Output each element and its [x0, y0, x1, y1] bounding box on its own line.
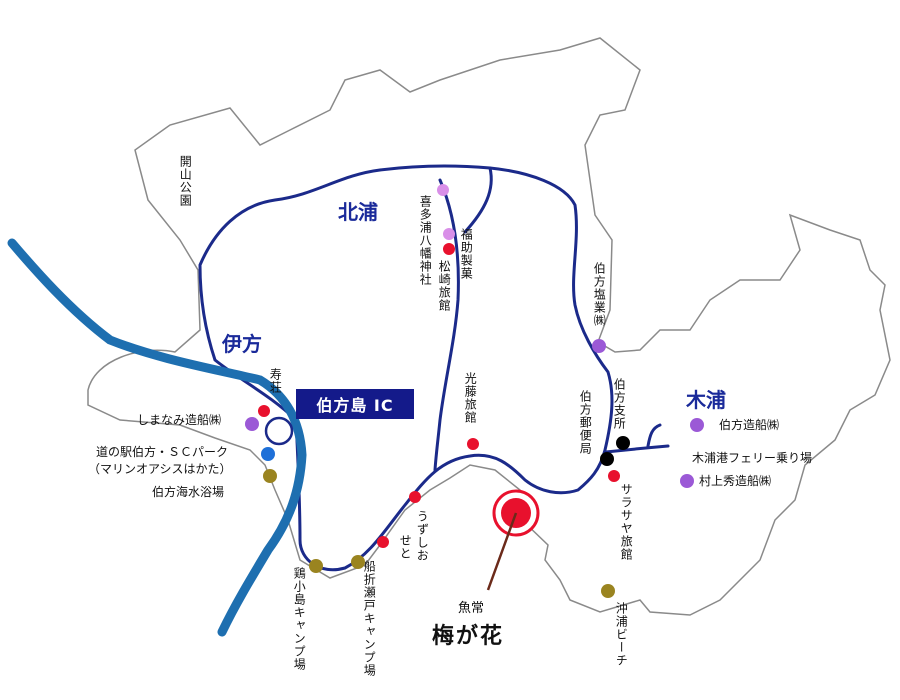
label-fukusuke: 福助製菓	[459, 228, 474, 280]
spot-niwatori	[309, 559, 323, 573]
label-kitaura-hachiman: 喜多浦八幡神社	[418, 195, 433, 286]
shop-name-big: 梅が花	[432, 623, 505, 649]
spot-funaori	[351, 555, 365, 569]
label-murakami: 村上秀造船㈱	[699, 474, 772, 488]
label-shimanami: しまなみ造船㈱	[137, 413, 222, 427]
label-marine-oasis: （マリンオアシスはかた）	[88, 462, 232, 476]
label-funaori: 船折瀬戸キャンプ場	[362, 560, 377, 677]
road-kiura-hook	[646, 423, 662, 448]
region-ikata: 伊方	[222, 332, 262, 356]
spot-uzushio	[409, 491, 421, 503]
spot-murakami	[680, 474, 694, 488]
region-kitaura: 北浦	[338, 200, 378, 224]
road-west-loop	[198, 164, 614, 572]
label-branch: 伯方支所	[612, 378, 627, 430]
label-post: 伯方郵便局	[578, 390, 593, 455]
spot-beach	[263, 469, 277, 483]
restaurant-marker	[486, 489, 540, 591]
spot-seto	[377, 536, 389, 548]
label-michinoeki: 道の駅伯方・ＳＣパーク	[96, 445, 229, 459]
spot-matsuzaki	[443, 243, 455, 255]
shop-name-small: 魚常	[458, 601, 485, 616]
region-kiura: 木浦	[686, 388, 726, 412]
spots	[245, 184, 704, 598]
spot-kitaura-hachiman	[437, 184, 449, 196]
island-outline	[87, 37, 891, 616]
road-central	[433, 178, 460, 472]
spot-post	[600, 452, 614, 466]
label-hakata-salt: 伯方塩業㈱	[592, 262, 607, 327]
spot-okiura	[601, 584, 615, 598]
label-niwatori: 鶏小島キャンプ場	[292, 567, 307, 671]
spot-kotou	[467, 438, 479, 450]
road-network	[198, 164, 670, 572]
label-okiura: 沖浦ビーチ	[614, 602, 629, 667]
label-matsuzaki: 松崎旅館	[437, 260, 452, 312]
label-uzushio: うずしお	[415, 510, 430, 562]
label-beach: 伯方海水浴場	[152, 485, 225, 499]
label-kotobuki: 寿荘	[268, 368, 283, 394]
road-north-branch	[463, 166, 493, 234]
road-kiura	[604, 444, 670, 454]
label-hakata-zosen: 伯方造船㈱	[719, 418, 780, 432]
label-kaizan-park: 開山公園	[178, 155, 193, 207]
label-sarasaya: サラサヤ旅館	[619, 483, 634, 561]
spot-michinoeki	[261, 447, 275, 461]
hakatajima-ic-badge: 伯方島 IC	[296, 389, 414, 419]
label-seto: せと	[398, 534, 413, 560]
ic-interchange	[264, 416, 294, 446]
label-kotou: 光藤旅館	[463, 372, 478, 424]
spot-shimanami	[245, 417, 259, 431]
highway-bridge	[7, 238, 307, 637]
spot-hakata-zosen	[690, 418, 704, 432]
label-ferry: 木浦港フェリー乗り場	[692, 451, 813, 465]
spot-branch	[616, 436, 630, 450]
spot-hakata-salt	[592, 339, 606, 353]
spot-fukusuke	[443, 228, 455, 240]
spot-kotobuki	[258, 405, 270, 417]
spot-sarasaya	[608, 470, 620, 482]
